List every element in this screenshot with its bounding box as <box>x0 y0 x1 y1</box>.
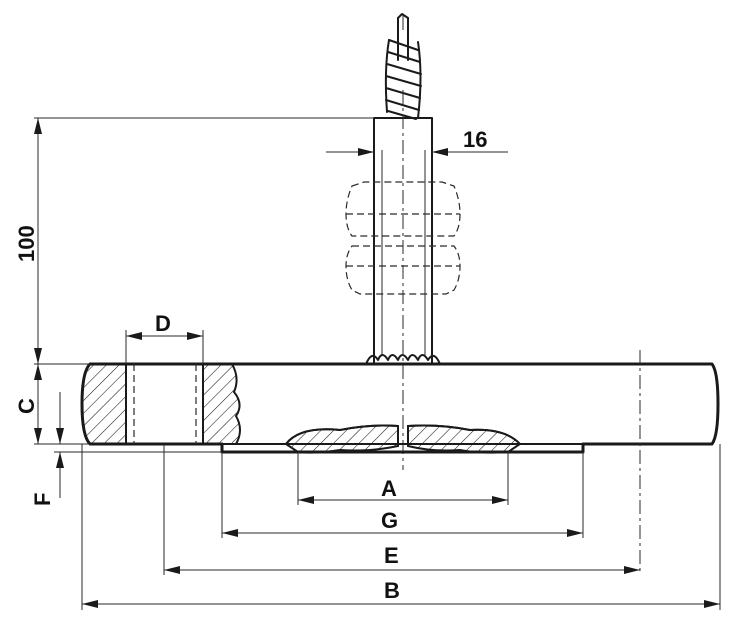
spiral-thread <box>384 39 422 120</box>
label-16: 16 <box>463 127 487 152</box>
label-C: C <box>14 398 39 414</box>
dimension-B <box>82 600 720 608</box>
dimension-A <box>298 496 508 504</box>
dimension-G <box>222 529 583 537</box>
dimension-16 <box>358 148 448 156</box>
dimension-C <box>34 364 42 444</box>
right-of-hole-hatch <box>202 363 241 445</box>
dimension-E <box>164 566 640 574</box>
bolt-hole <box>125 363 204 445</box>
extension-lines <box>34 117 721 610</box>
label-B: B <box>384 578 400 603</box>
label-100: 100 <box>14 225 39 262</box>
label-A: A <box>381 476 397 501</box>
dimension-100 <box>34 118 42 364</box>
label-E: E <box>384 543 399 568</box>
label-G: G <box>381 508 398 533</box>
weld-bead <box>365 354 441 365</box>
left-section-hatch <box>80 363 127 445</box>
dimension-F <box>56 392 64 498</box>
flange-body <box>80 350 720 575</box>
label-F: F <box>30 493 55 506</box>
label-D: D <box>155 311 171 336</box>
dimension-D <box>126 332 203 340</box>
